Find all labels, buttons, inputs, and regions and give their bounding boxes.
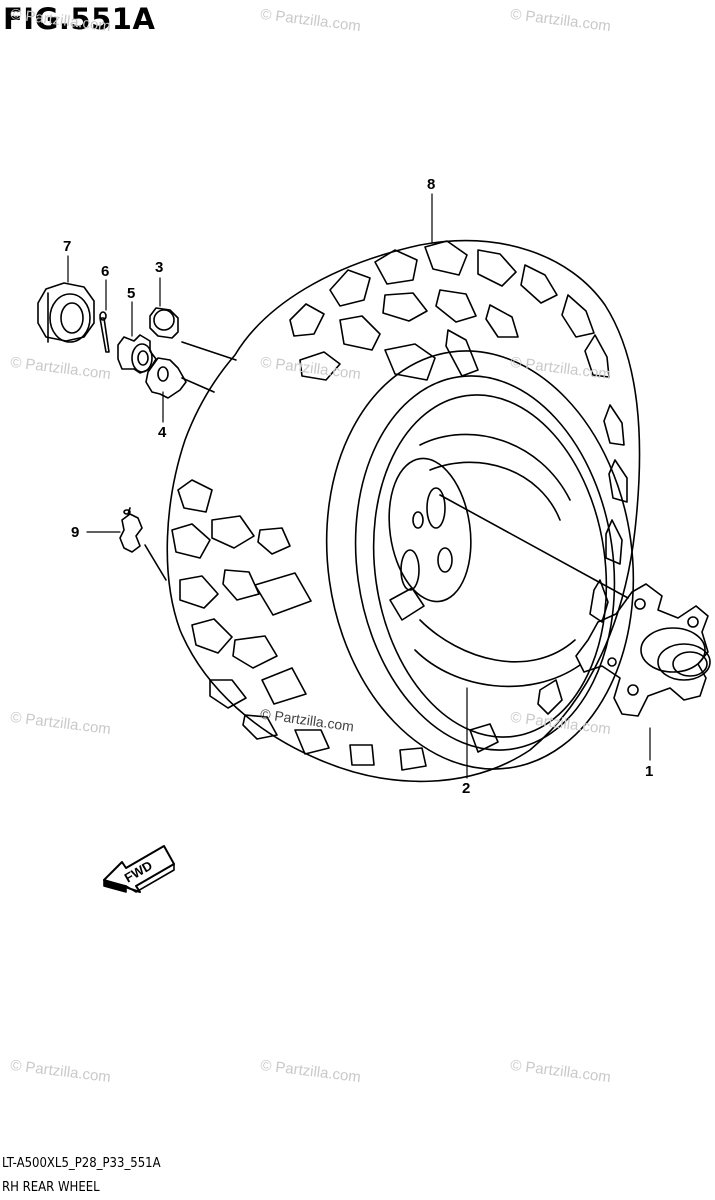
nut-icon: [149, 307, 179, 339]
washer-icon: [145, 357, 187, 399]
callout-6: 6: [101, 263, 110, 280]
callout-7: 7: [63, 238, 72, 255]
tire-icon: [166, 239, 641, 783]
cap-nut-icon: [37, 282, 95, 343]
model-code: LT-A500XL5_P28_P33_551A: [2, 1156, 161, 1171]
callout-5: 5: [127, 285, 136, 302]
valve-icon: [119, 507, 143, 553]
callout-3: 3: [155, 259, 164, 276]
cotter-pin-icon: [99, 311, 110, 353]
callout-1: 1: [645, 763, 654, 780]
callout-2: 2: [462, 780, 471, 797]
wheel-rim-icon: [354, 375, 616, 751]
castle-nut-icon: [117, 334, 157, 374]
wheel-hub-icon: [575, 583, 711, 717]
caption: RH REAR WHEEL: [2, 1180, 100, 1195]
figure-title: FIG.551A: [3, 2, 156, 36]
callout-4: 4: [158, 424, 167, 441]
callout-9: 9: [71, 524, 80, 541]
fwd-arrow-icon: [103, 845, 175, 893]
callout-8: 8: [427, 176, 436, 193]
